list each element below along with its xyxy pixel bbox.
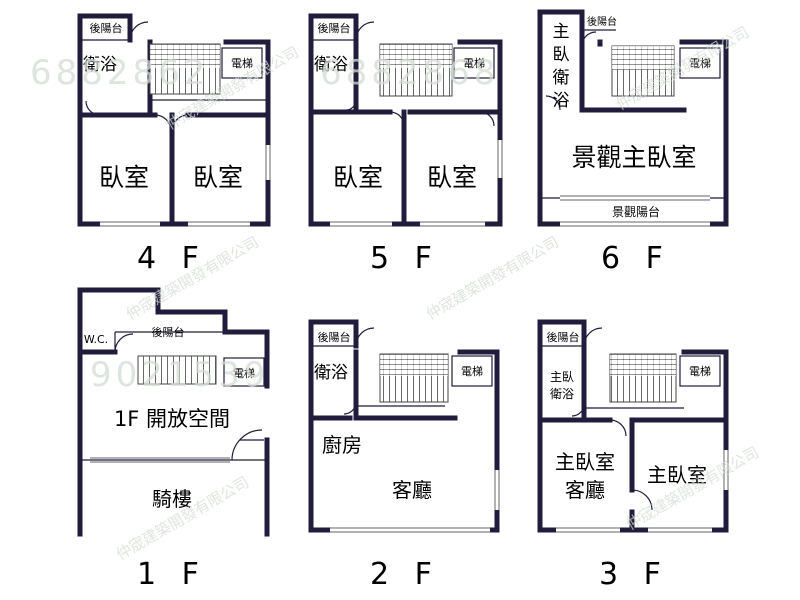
room-master-living-line1-label: 主臥室 bbox=[555, 450, 615, 474]
floor-1f-title: 1 F bbox=[137, 557, 207, 592]
floor-3f-title: 3 F bbox=[599, 557, 669, 592]
room-bedroom-left-label: 臥室 bbox=[333, 163, 383, 192]
room-back-balcony-label: 後陽台 bbox=[587, 15, 617, 28]
floor-2f: 後陽台 衛浴 電梯 廚房 客廳 2 F bbox=[308, 319, 500, 592]
room-bedroom-left-label: 臥室 bbox=[99, 163, 149, 192]
room-master-bath-label: 主臥衛浴 bbox=[550, 370, 574, 401]
room-elevator-label: 電梯 bbox=[463, 57, 485, 70]
room-elevator-label: 電梯 bbox=[461, 365, 483, 378]
room-bath-label: 衛浴 bbox=[314, 363, 348, 383]
room-back-balcony-label: 後陽台 bbox=[90, 21, 123, 35]
room-master-living-line2-label: 客廳 bbox=[565, 478, 605, 502]
room-living-room-label: 客廳 bbox=[392, 478, 432, 502]
room-bath-label: 衛浴 bbox=[83, 55, 117, 75]
room-back-balcony-label: 後陽台 bbox=[152, 325, 185, 339]
floor-4f-title: 4 F bbox=[137, 241, 207, 276]
room-bedroom-right-label: 臥室 bbox=[193, 163, 243, 192]
floor-6f-title: 6 F bbox=[601, 241, 671, 276]
floor-1f: W.C. 後陽台 電梯 1F 開放空間 騎樓 1 F bbox=[77, 287, 270, 592]
floor-2f-title: 2 F bbox=[370, 557, 440, 592]
floor-4f: 後陽台 衛浴 電梯 臥室 臥室 4 F bbox=[77, 13, 271, 276]
room-bath-label: 衛浴 bbox=[314, 55, 348, 75]
floor-5f-title: 5 F bbox=[370, 241, 440, 276]
room-master-bedroom-label: 主臥室 bbox=[647, 463, 707, 487]
room-back-balcony-label: 後陽台 bbox=[318, 330, 351, 344]
room-kitchen-label: 廚房 bbox=[322, 433, 362, 457]
room-bedroom-right-label: 臥室 bbox=[427, 163, 477, 192]
room-arcade-label: 騎樓 bbox=[152, 487, 192, 511]
svg-text:主臥衛浴: 主臥衛浴 bbox=[550, 370, 574, 401]
room-elevator-label: 電梯 bbox=[689, 365, 711, 378]
room-elevator-label: 電梯 bbox=[231, 57, 253, 70]
room-back-balcony-label: 後陽台 bbox=[547, 330, 580, 344]
room-elevator-label: 電梯 bbox=[689, 57, 711, 70]
room-view-balcony-label: 景觀陽台 bbox=[612, 204, 660, 219]
room-master-bath-label: 主臥衛浴 bbox=[553, 22, 570, 111]
floor-6f: 主臥衛浴 後陽台 電梯 景觀主臥室 景觀陽台 6 F bbox=[537, 9, 729, 276]
room-master-bedroom-label: 景觀主臥室 bbox=[571, 143, 696, 172]
floor-5f: 後陽台 衛浴 電梯 臥室 臥室 5 F bbox=[308, 13, 503, 276]
floor-3f: 後陽台 主臥衛浴 電梯 主臥室 客廳 主臥室 3 F bbox=[537, 319, 729, 592]
room-open-space-label: 1F 開放空間 bbox=[114, 407, 230, 431]
room-wc-label: W.C. bbox=[84, 333, 108, 346]
room-elevator-label: 電梯 bbox=[233, 367, 255, 380]
room-back-balcony-label: 後陽台 bbox=[318, 21, 351, 35]
svg-text:主臥衛浴: 主臥衛浴 bbox=[553, 22, 570, 111]
